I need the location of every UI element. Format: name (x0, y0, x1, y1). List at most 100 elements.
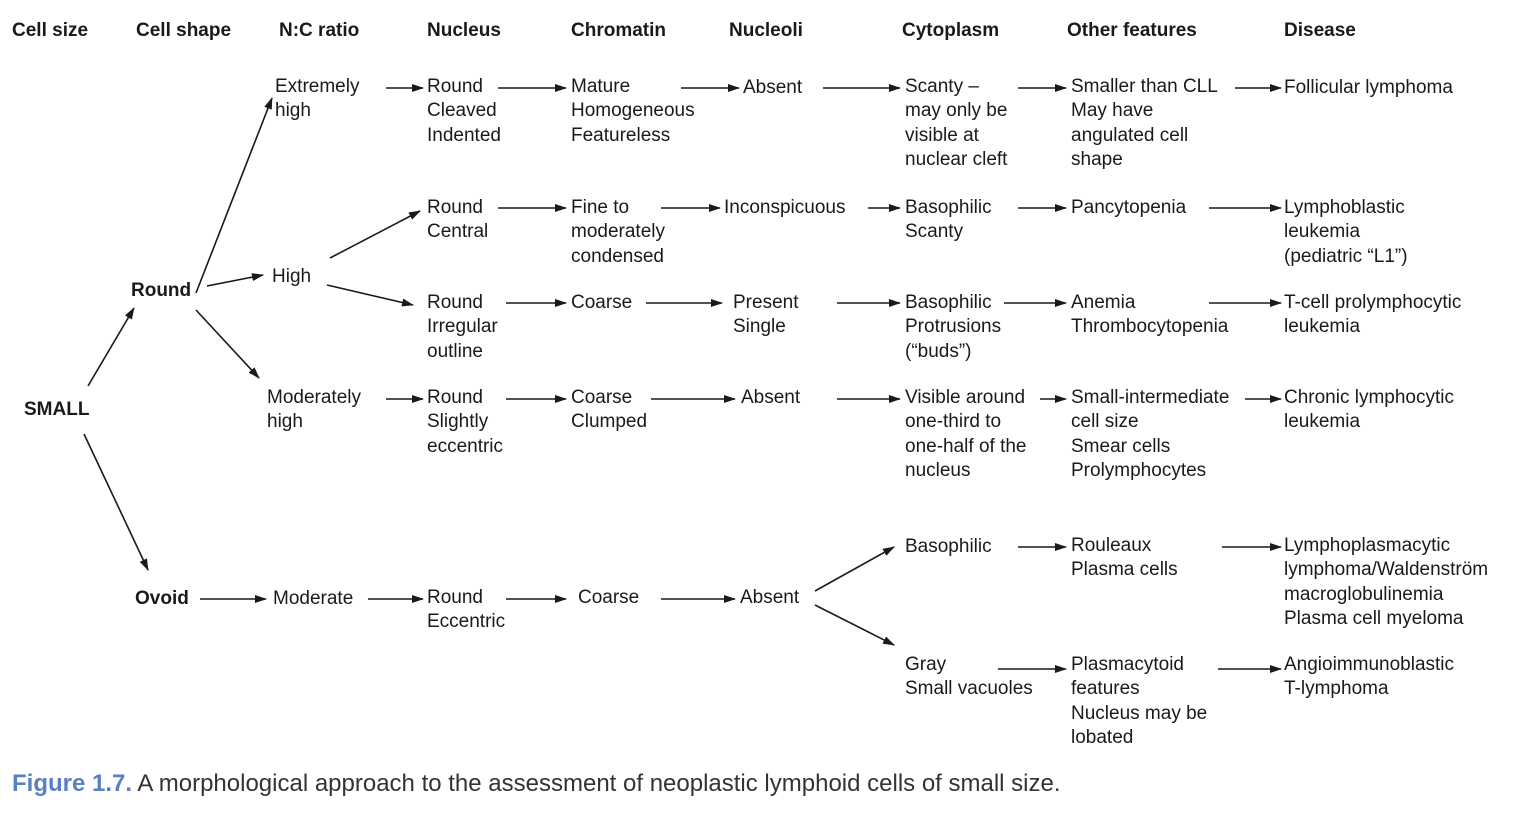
text-line: Angioimmunoblastic (1284, 654, 1455, 675)
text-line: Homogeneous (571, 100, 695, 122)
r1-nucleus: Round Cleaved Indented (427, 75, 501, 148)
text-line: high (275, 100, 311, 122)
text-line: one-third to (905, 411, 1002, 433)
flow-arrow (329, 210, 421, 259)
text-line: Round (427, 587, 483, 608)
text-line: Single (733, 316, 786, 338)
r2-other-features: Pancytopenia (1071, 196, 1186, 220)
text-line: Thrombocytopenia (1071, 316, 1229, 338)
header-disease: Disease (1284, 20, 1356, 41)
r1-cytoplasm: Scanty – may only be visible at nuclear … (905, 75, 1007, 172)
node-small: SMALL (24, 399, 90, 420)
r3-nucleoli: Present Single (733, 291, 798, 340)
r3-cytoplasm: Basophilic Protrusions (“buds”) (905, 291, 1001, 364)
text-line: High (272, 266, 312, 287)
text-line: condensed (571, 245, 664, 267)
text-line: Absent (743, 77, 803, 98)
text-line: Round (427, 292, 483, 313)
flow-arrow (814, 604, 895, 646)
text-line: T-cell prolymphocytic (1284, 292, 1462, 313)
text-line: Rouleaux (1071, 535, 1152, 556)
r4-disease: Chronic lymphocytic leukemia (1284, 386, 1454, 435)
text-line: lobated (1071, 726, 1134, 748)
text-line: Clumped (571, 411, 648, 433)
text-line: Cleaved (427, 100, 497, 122)
text-line: Coarse (571, 292, 633, 313)
figure-caption-text: A morphological approach to the assessme… (132, 770, 1061, 797)
text-line: Smear cells (1071, 435, 1171, 457)
node-moderately-high: Moderately high (267, 386, 361, 435)
r1-chromatin: Mature Homogeneous Featureless (571, 75, 695, 148)
r3-disease: T-cell prolymphocytic leukemia (1284, 291, 1461, 340)
text-line: Small-intermediate (1071, 387, 1230, 408)
text-line: Featureless (571, 124, 671, 146)
text-line: angulated cell (1071, 124, 1189, 146)
r4-cytoplasm: Visible around one-third to one-half of … (905, 386, 1026, 483)
r2-disease: Lymphoblastic leukemia (pediatric “L1”) (1284, 196, 1408, 269)
text-line: Mature (571, 76, 631, 97)
text-line: Central (427, 221, 489, 243)
text-line: Moderately (267, 387, 361, 408)
text-line: Visible around (905, 387, 1026, 408)
text-line: Irregular (427, 316, 498, 338)
text-line: Round (427, 197, 483, 218)
text-line: shape (1071, 148, 1123, 170)
text-line: may only be (905, 100, 1008, 122)
node-ovoid: Ovoid (135, 588, 189, 609)
r2-cytoplasm: Basophilic Scanty (905, 196, 992, 245)
r4-other-features: Small-intermediate cell size Smear cells… (1071, 386, 1229, 483)
text-line: May have (1071, 100, 1154, 122)
text-line: outline (427, 340, 483, 362)
header-chromatin: Chromatin (571, 20, 666, 41)
r3-chromatin: Coarse (571, 291, 632, 315)
text-line: high (267, 411, 303, 433)
header-nc-ratio: N:C ratio (279, 20, 360, 41)
text-line: Slightly (427, 411, 489, 433)
text-line: Basophilic (905, 536, 992, 557)
text-line: Round (427, 76, 483, 97)
text-line: T-lymphoma (1284, 678, 1389, 700)
r5b-disease: Angioimmunoblastic T-lymphoma (1284, 653, 1454, 702)
text-line: nuclear cleft (905, 148, 1008, 170)
text-line: Scanty (905, 221, 964, 243)
text-line: Plasmacytoid (1071, 654, 1184, 675)
figure-label: Figure 1.7. (12, 770, 133, 797)
flow-arrow (326, 284, 414, 307)
text-line: one-half of the (905, 435, 1027, 457)
text-line: Small vacuoles (905, 678, 1033, 700)
r4-nucleus: Round Slightly eccentric (427, 386, 503, 459)
text-line: leukemia (1284, 221, 1361, 243)
text-line: Scanty – (905, 76, 979, 97)
node-extremely-high: Extremely high (275, 75, 359, 124)
header-nucleoli: Nucleoli (729, 20, 803, 41)
r1-disease: Follicular lymphoma (1284, 76, 1453, 100)
text-line: Present (733, 292, 799, 313)
text-line: Indented (427, 124, 501, 146)
text-line: Follicular lymphoma (1284, 77, 1453, 98)
text-line: Chronic lymphocytic (1284, 387, 1454, 408)
text-line: Plasma cell myeloma (1284, 607, 1464, 629)
flow-arrow (195, 97, 273, 294)
r4-chromatin: Coarse Clumped (571, 386, 647, 435)
flow-arrow (83, 433, 149, 571)
flow-arrow (814, 546, 895, 592)
r5a-cytoplasm: Basophilic (905, 535, 992, 559)
header-cell-shape: Cell shape (136, 20, 232, 41)
text-line: Coarse (578, 587, 640, 608)
text-line: (pediatric “L1”) (1284, 245, 1408, 267)
text-line: Moderate (273, 588, 354, 609)
text-line: Inconspicuous (724, 197, 846, 218)
text-line: Basophilic (905, 292, 992, 313)
r5b-other-features: Plasmacytoid features Nucleus may be lob… (1071, 653, 1207, 750)
flow-arrow (195, 309, 260, 379)
text-line: Pancytopenia (1071, 197, 1187, 218)
text-line: Prolymphocytes (1071, 459, 1207, 481)
r5-nucleus: Round Eccentric (427, 586, 505, 635)
text-line: eccentric (427, 435, 504, 457)
node-round: Round (131, 280, 192, 301)
text-line: moderately (571, 221, 665, 243)
r4-nucleoli: Absent (741, 386, 800, 410)
r5-nucleoli: Absent (740, 586, 799, 610)
r3-nucleus: Round Irregular outline (427, 291, 498, 364)
